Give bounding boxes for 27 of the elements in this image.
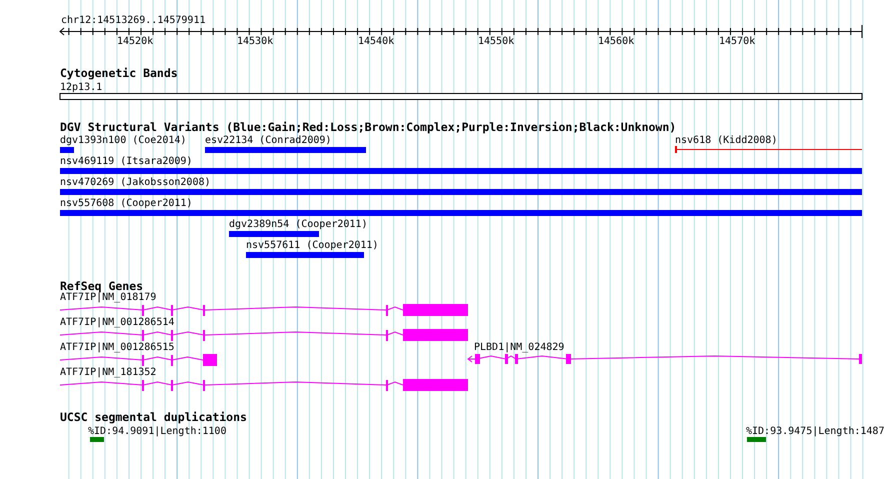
ruler-tick-label: 14540k: [358, 36, 394, 47]
ruler-tick-label: 14520k: [117, 36, 154, 47]
feature-label: nsv469119 (Itsara2009): [60, 156, 192, 167]
ruler-tick-label: 14550k: [478, 36, 514, 47]
track-heading: RefSeq Genes: [60, 280, 144, 293]
feature-label: ATF7IP|NM_018179: [60, 292, 156, 303]
track-heading: UCSC segmental duplications: [60, 411, 247, 424]
ruler-tick-label: 14560k: [598, 36, 634, 47]
feature-label: %ID:93.9475|Length:1487: [746, 426, 884, 437]
ruler-tick-label: 14530k: [237, 36, 274, 47]
ruler-tick-label: 14570k: [719, 36, 756, 47]
position-label: chr12:14513269..14579911: [61, 15, 206, 26]
feature-label: nsv618 (Kidd2008): [675, 135, 778, 146]
feature-label: ATF7IP|NM_181352: [60, 367, 156, 378]
feature-label: dgv2389n54 (Cooper2011): [229, 219, 368, 230]
track-heading: DGV Structural Variants (Blue:Gain;Red:Loss;Brown:Complex;Purple:Inversion;Black:Unknown): [60, 121, 676, 134]
feature-label: esv22134 (Conrad2009): [205, 135, 332, 146]
feature-label: 12p13.1: [60, 82, 102, 93]
feature-label: PLBD1|NM_024829: [474, 342, 564, 353]
feature-label: nsv557608 (Cooper2011): [60, 198, 192, 209]
feature-label: nsv557611 (Cooper2011): [246, 240, 378, 251]
feature-label: %ID:94.9091|Length:1100: [88, 426, 226, 437]
feature-label: ATF7IP|NM_001286515: [60, 342, 174, 353]
feature-label: ATF7IP|NM_001286514: [60, 317, 174, 328]
track-heading: Cytogenetic Bands: [60, 67, 178, 80]
feature-label: dgv1393n100 (Coe2014): [60, 135, 186, 146]
feature-label: nsv470269 (Jakobsson2008): [60, 177, 211, 188]
